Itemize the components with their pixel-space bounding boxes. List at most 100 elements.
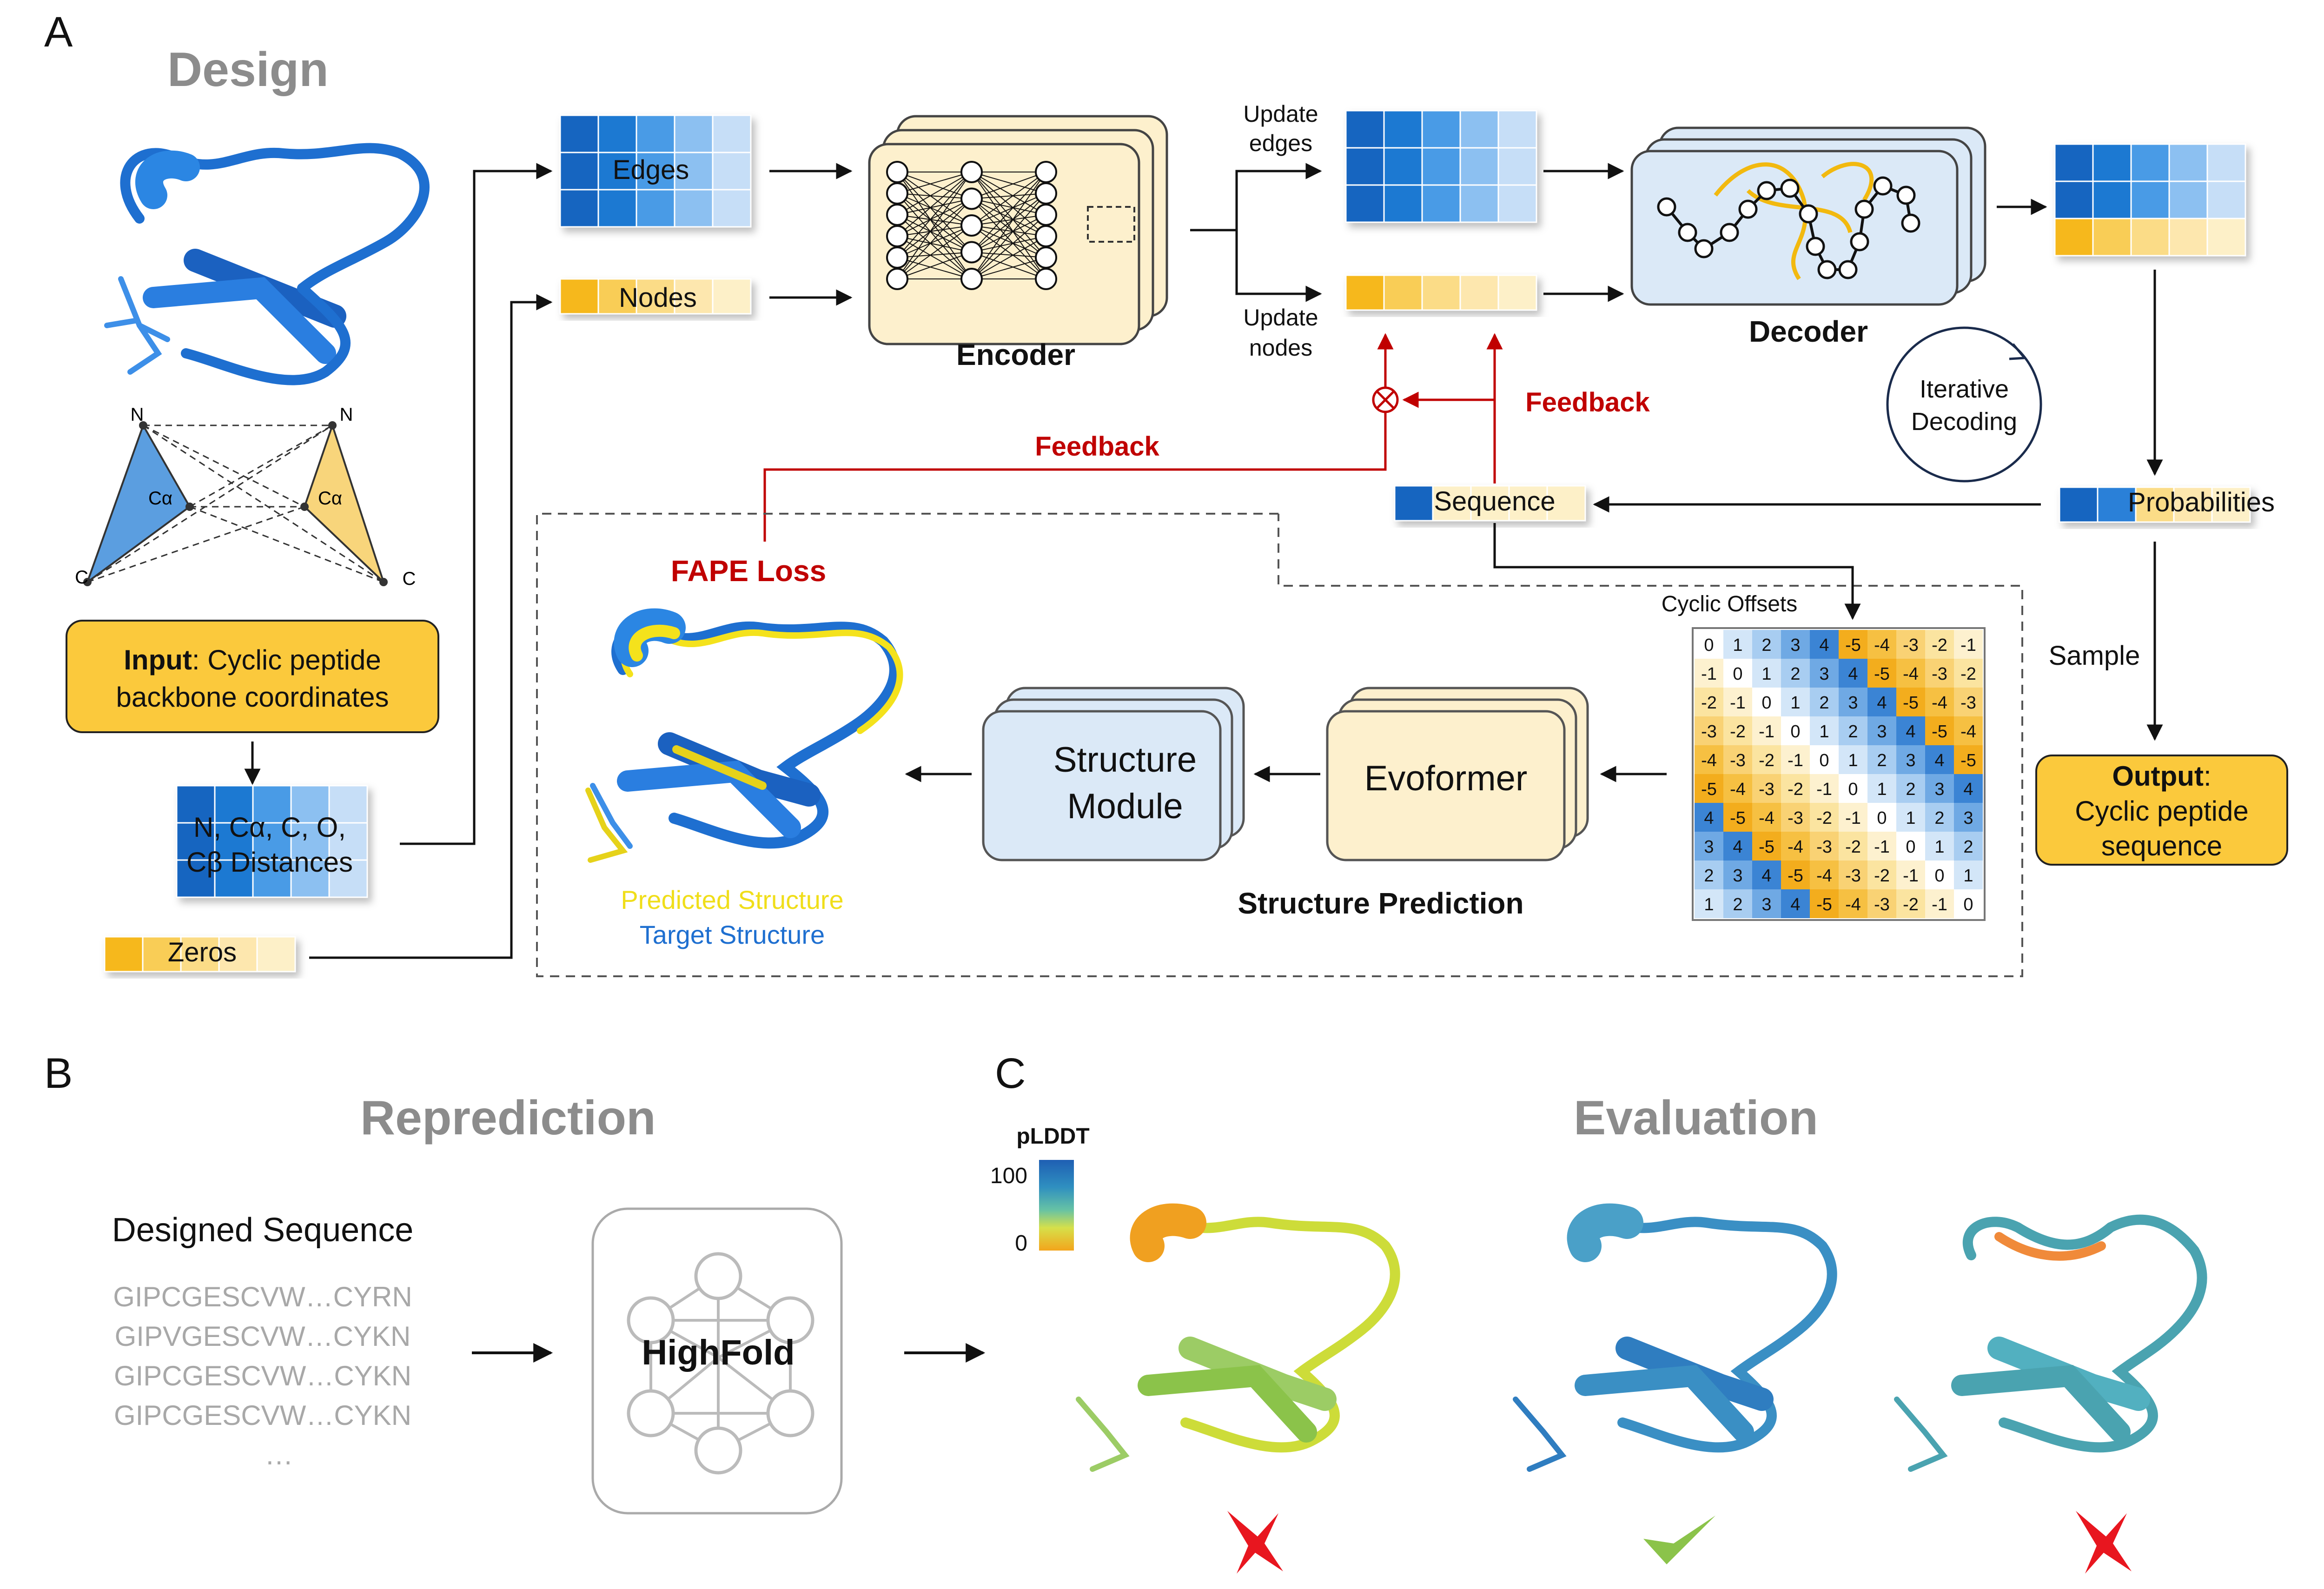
offset-value: -3 (1845, 866, 1861, 886)
offset-value: -1 (1788, 751, 1803, 770)
offset-cell (1867, 774, 1896, 803)
matrix-cell (1459, 274, 1499, 311)
offset-value: 0 (1877, 808, 1887, 828)
sequence-list: GIPCGESCVW…CYRNGIPVGESCVW…CYKNGIPCGESCVW… (113, 1281, 412, 1431)
nodes-label: Nodes (619, 283, 697, 313)
evoformer-label: Evoformer (1364, 759, 1528, 798)
label-c-left: C (75, 567, 88, 588)
offset-value: 2 (1761, 636, 1771, 655)
matrix-cell (2168, 218, 2208, 257)
matrix-cell (636, 189, 675, 228)
offset-cell (1752, 774, 1781, 803)
matrix-cell (712, 189, 752, 228)
updated-nodes-strip (1345, 274, 1537, 311)
plddt-scale-min: 0 (1015, 1231, 1027, 1256)
offset-value: 2 (1963, 837, 1973, 857)
reprediction-title: Reprediction (360, 1091, 656, 1145)
matrix-cell (2206, 143, 2246, 182)
matrix-cell (1383, 274, 1423, 311)
offset-cell (1896, 745, 1925, 774)
offset-cell (1839, 861, 1867, 889)
decoder-bead (1757, 181, 1776, 200)
offset-cell (1925, 832, 1954, 861)
structure-module-label-2: Module (1067, 787, 1183, 826)
label-ca-right: Cα (318, 488, 342, 509)
matrix-cell (1497, 110, 1537, 149)
matrix-cell (636, 114, 675, 153)
offset-cell (1839, 774, 1867, 803)
matrix-cell (1497, 184, 1537, 223)
network-node (960, 187, 983, 210)
offset-value: 1 (1877, 780, 1887, 799)
matrix-cell (142, 936, 182, 973)
decoder-label: Decoder (1749, 315, 1868, 348)
matrix-cell (1497, 147, 1537, 186)
offset-cell (1839, 803, 1867, 832)
offset-matrix-border (1692, 627, 1986, 921)
offset-value: -4 (1845, 895, 1861, 914)
check-icon-2 (1643, 1516, 1715, 1564)
offset-value: -3 (1730, 751, 1746, 770)
offset-value: 0 (1906, 837, 1915, 857)
offset-cell (1695, 803, 1723, 832)
cyclic-offsets-label: Cyclic Offsets (1662, 592, 1798, 616)
offset-cell (1867, 659, 1896, 688)
offset-cell (1925, 688, 1954, 716)
offset-cell (1723, 832, 1752, 861)
offset-value: -1 (1701, 664, 1717, 684)
matrix-cell (559, 114, 599, 153)
offset-cell (1723, 659, 1752, 688)
offset-cell (1752, 630, 1781, 659)
network-edge (897, 193, 972, 199)
matrix-cell (1345, 274, 1385, 311)
offset-value: 1 (1848, 751, 1858, 770)
matrix-cell (2054, 180, 2094, 219)
offset-value: -4 (1932, 693, 1947, 713)
offset-value: 1 (1963, 866, 1973, 886)
network-edge (897, 214, 972, 226)
predicted-structure-label: Predicted Structure (621, 885, 843, 914)
label-n-right: N (340, 404, 353, 425)
cross-icon-3 (2076, 1511, 2132, 1574)
strip-cell (1546, 485, 1586, 522)
offset-cell (1695, 688, 1723, 716)
offset-cell (1867, 861, 1896, 889)
panel-label-a: A (44, 8, 73, 56)
highfold-node (766, 1296, 814, 1344)
offset-cell (1896, 803, 1925, 832)
offset-value: 4 (1934, 751, 1944, 770)
offset-value: 3 (1877, 722, 1887, 742)
offset-cell (1867, 889, 1896, 918)
offset-value: -2 (1960, 664, 1976, 684)
offset-cell (1752, 745, 1781, 774)
offset-cell (1695, 774, 1723, 803)
offset-cell (1752, 803, 1781, 832)
offset-value: -3 (1701, 722, 1717, 742)
offset-value: -1 (1730, 693, 1746, 713)
network-edge (971, 225, 1046, 279)
network-node (960, 214, 983, 237)
structure-prediction-label: Structure Prediction (1238, 887, 1523, 920)
input-peptide-structure (104, 143, 430, 385)
offset-cell (1810, 861, 1839, 889)
network-node (886, 268, 908, 290)
matrix-cell (1459, 110, 1499, 149)
decoded-matrix (2054, 143, 2246, 257)
offset-cell (1695, 832, 1723, 861)
offset-cell (1810, 716, 1839, 745)
matrix-cell (2054, 218, 2094, 257)
matrix-cell (328, 822, 368, 861)
offset-value: 2 (1934, 808, 1944, 828)
matrix-cell (2206, 180, 2246, 219)
network-edge (971, 198, 1046, 258)
offset-cell (1925, 774, 1954, 803)
offset-cell (1752, 688, 1781, 716)
offset-cell (1810, 630, 1839, 659)
network-edge (971, 193, 1046, 199)
network-node (960, 161, 983, 183)
offset-value: 0 (1963, 895, 1973, 914)
offset-cell (1896, 630, 1925, 659)
network-edge (897, 172, 972, 194)
offset-value: 3 (1761, 895, 1771, 914)
update-nodes-1: Update (1243, 305, 1318, 331)
